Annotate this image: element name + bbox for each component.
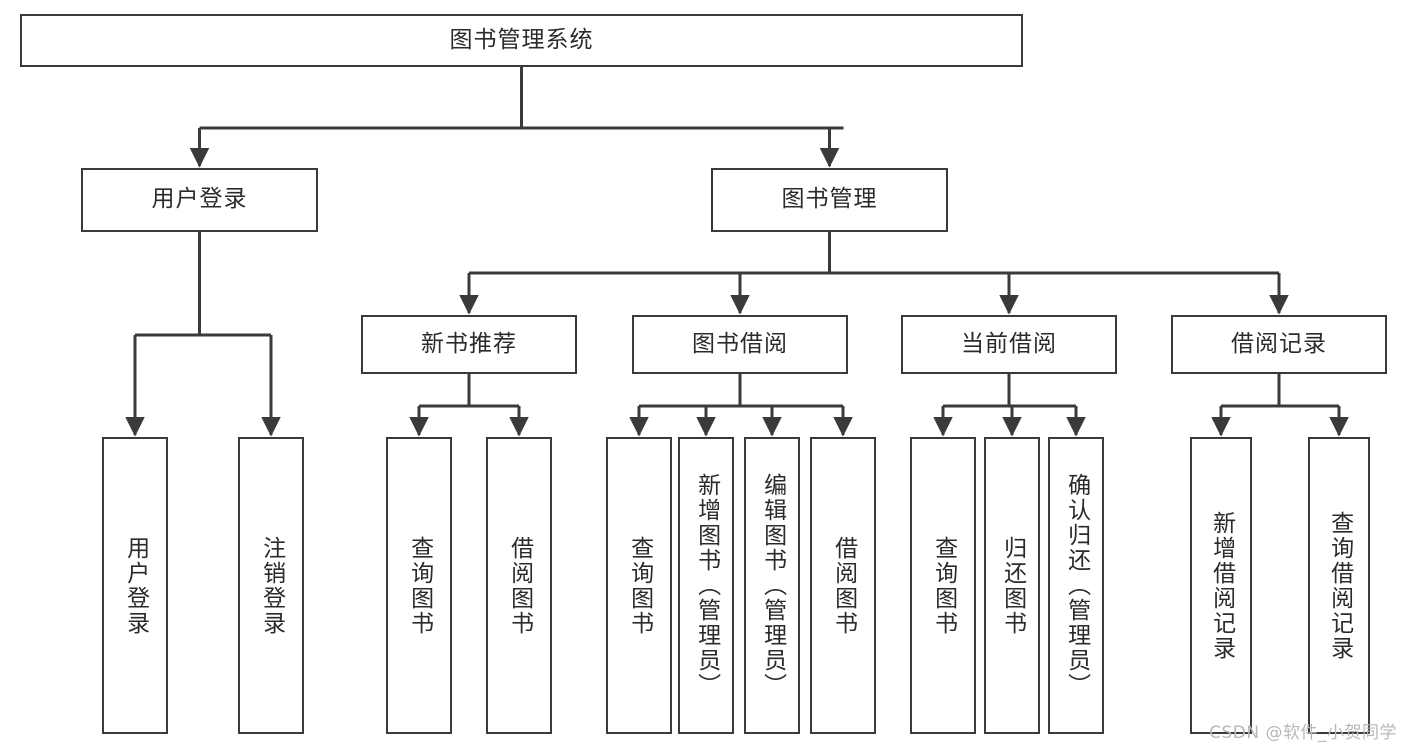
node-root[interactable]: 图书管理系统 xyxy=(20,14,1023,67)
leaf-confirm-return[interactable]: 确认归还（管理员） xyxy=(1048,437,1104,734)
leaf-borrow-book-1[interactable]: 借阅图书 xyxy=(486,437,552,734)
node-book-manage-label: 图书管理 xyxy=(781,186,878,213)
csdn-watermark: CSDN @软件_小贺同学 xyxy=(1209,723,1397,743)
leaf-query-record[interactable]: 查询借阅记录 xyxy=(1308,437,1370,734)
leaf-query-book-3[interactable]: 查询图书 xyxy=(910,437,976,734)
leaf-add-book-label: 新增图书（管理员） xyxy=(693,473,720,698)
leaf-user-login[interactable]: 用户登录 xyxy=(102,437,168,734)
node-borrow-record-label: 借阅记录 xyxy=(1231,330,1327,357)
node-root-label: 图书管理系统 xyxy=(449,26,594,53)
node-current-borrow[interactable]: 当前借阅 xyxy=(901,315,1117,374)
leaf-user-login-label: 用户登录 xyxy=(122,535,149,636)
leaf-edit-book-label: 编辑图书（管理员） xyxy=(759,473,786,698)
node-new-book-recommend-label: 新书推荐 xyxy=(421,330,517,357)
leaf-add-record-label: 新增借阅记录 xyxy=(1208,510,1235,661)
node-user-login-label: 用户登录 xyxy=(151,186,248,213)
leaf-query-record-label: 查询借阅记录 xyxy=(1326,510,1353,661)
leaf-borrow-book-1-label: 借阅图书 xyxy=(506,535,533,636)
leaf-return-book[interactable]: 归还图书 xyxy=(984,437,1040,734)
leaf-user-logout[interactable]: 注销登录 xyxy=(238,437,304,734)
leaf-query-book-2[interactable]: 查询图书 xyxy=(606,437,672,734)
node-book-borrow-label: 图书借阅 xyxy=(692,330,788,357)
node-user-login[interactable]: 用户登录 xyxy=(81,168,318,232)
leaf-query-book-3-label: 查询图书 xyxy=(930,535,957,636)
leaf-user-logout-label: 注销登录 xyxy=(258,535,285,636)
leaf-query-book-1-label: 查询图书 xyxy=(406,535,433,636)
leaf-borrow-book-2[interactable]: 借阅图书 xyxy=(810,437,876,734)
leaf-return-book-label: 归还图书 xyxy=(999,535,1026,636)
leaf-query-book-1[interactable]: 查询图书 xyxy=(386,437,452,734)
leaf-confirm-return-label: 确认归还（管理员） xyxy=(1063,473,1090,698)
leaf-edit-book[interactable]: 编辑图书（管理员） xyxy=(744,437,800,734)
leaf-add-record[interactable]: 新增借阅记录 xyxy=(1190,437,1252,734)
node-book-borrow[interactable]: 图书借阅 xyxy=(632,315,848,374)
node-current-borrow-label: 当前借阅 xyxy=(961,330,1057,357)
node-new-book-recommend[interactable]: 新书推荐 xyxy=(361,315,577,374)
leaf-add-book[interactable]: 新增图书（管理员） xyxy=(678,437,734,734)
leaf-borrow-book-2-label: 借阅图书 xyxy=(830,535,857,636)
node-borrow-record[interactable]: 借阅记录 xyxy=(1171,315,1387,374)
leaf-query-book-2-label: 查询图书 xyxy=(626,535,653,636)
node-book-manage[interactable]: 图书管理 xyxy=(711,168,948,232)
